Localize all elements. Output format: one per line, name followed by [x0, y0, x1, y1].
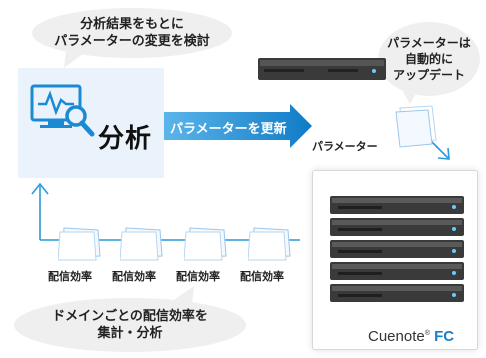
- efficiency-doc-icon: [184, 227, 227, 261]
- brand-suffix: FC: [434, 328, 455, 345]
- bubble-bottom-line2: 集計・分析: [97, 326, 163, 341]
- bubble-top-left-tail: [64, 50, 88, 68]
- parameter-label: パラメーター: [312, 140, 378, 153]
- speech-bubble-top-left: 分析結果をもとに パラメーターの変更を検討: [32, 8, 232, 58]
- brand-logo: Cuenote® FC: [368, 328, 455, 345]
- efficiency-doc-icon: [58, 227, 101, 261]
- efficiency-label: 配信効率: [48, 270, 92, 283]
- server-unit-icon: [258, 58, 386, 80]
- monitor-magnifier-icon: [30, 84, 95, 137]
- update-parameters-arrow: [164, 104, 312, 148]
- efficiency-doc-icon: [248, 227, 291, 261]
- parameter-document-icon: [395, 105, 437, 148]
- update-arrow-label: パラメーターを更新: [170, 122, 287, 137]
- bubble-top-right-line2: 自動的に: [404, 52, 453, 66]
- bubble-bottom-line1: ドメインごとの配信効率を: [52, 309, 208, 324]
- efficiency-label: 配信効率: [176, 270, 220, 283]
- speech-bubble-top-right: パラメーターは 自動的に アップデート: [378, 22, 480, 96]
- brand-name: Cuenote: [368, 328, 425, 345]
- bubble-bottom-tail: [168, 286, 194, 304]
- analysis-label: 分析: [98, 124, 153, 154]
- bubble-top-left-line1: 分析結果をもとに: [80, 17, 184, 32]
- efficiency-doc-icon: [120, 227, 163, 261]
- speech-bubble-bottom: ドメインごとの配信効率を 集計・分析: [14, 298, 246, 352]
- bubble-top-left-line2: パラメーターの変更を検討: [54, 34, 210, 49]
- efficiency-label: 配信効率: [112, 270, 156, 283]
- bubble-top-right-tail: [402, 90, 418, 104]
- bubble-top-right-line3: アップデート: [392, 68, 465, 82]
- efficiency-label: 配信効率: [240, 270, 284, 283]
- server-rack-icon: [330, 196, 464, 302]
- bubble-top-right-line1: パラメーターは: [387, 36, 471, 50]
